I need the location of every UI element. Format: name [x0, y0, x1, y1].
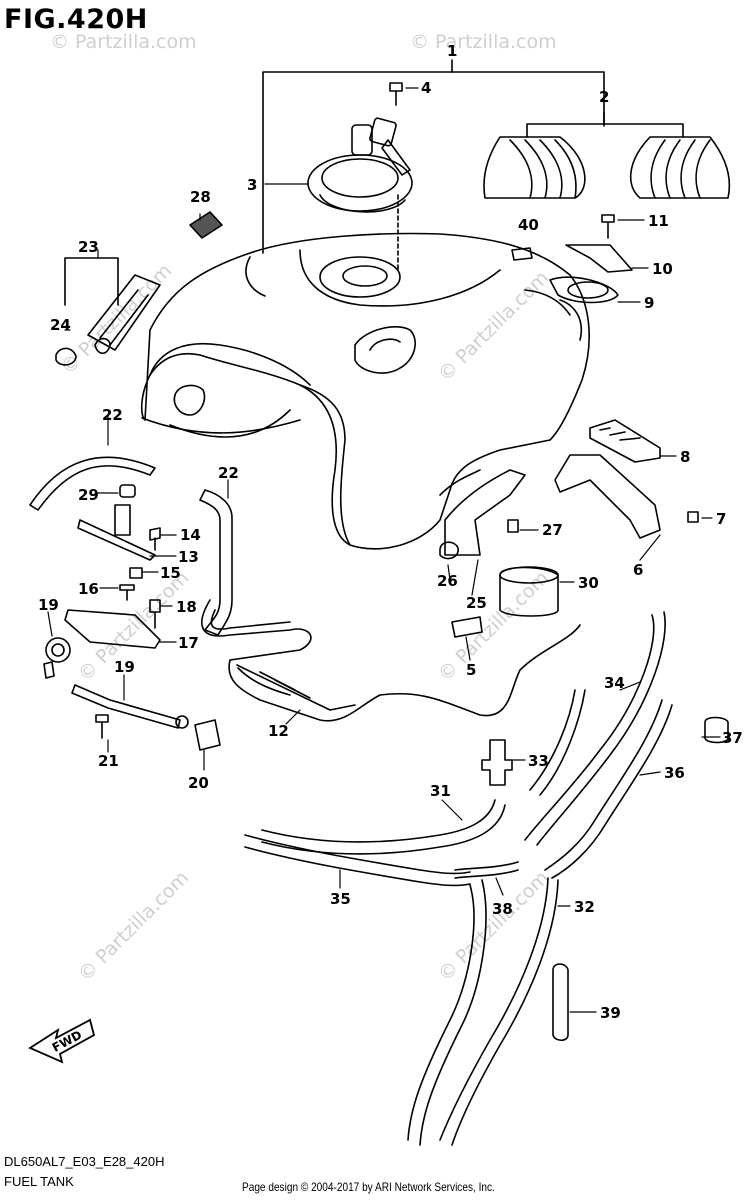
joint-33 — [481, 739, 513, 786]
callout-27: 27 — [542, 521, 563, 539]
callout-20: 20 — [188, 774, 209, 792]
callout-16: 16 — [78, 580, 99, 598]
bracket-23 — [55, 257, 161, 366]
callout-37: 37 — [722, 729, 743, 747]
stay-13 — [77, 519, 156, 561]
callout-5: 5 — [466, 661, 476, 679]
hose-under — [407, 879, 487, 1146]
watermark: © Partzilla.com — [50, 31, 197, 53]
watermark: © Partzilla.com — [434, 267, 553, 386]
callout-33: 33 — [528, 752, 549, 770]
hose-22-center — [199, 489, 233, 636]
bracket-2 — [526, 123, 684, 138]
copyright-credit: Page design © 2004-2017 by ARI Network S… — [242, 1180, 495, 1194]
callout-39: 39 — [600, 1004, 621, 1022]
callouts: 1 2 3 4 5 6 7 8 9 10 11 12 13 14 15 16 1… — [38, 42, 743, 1022]
hose-34 — [524, 611, 666, 846]
callout-1: 1 — [447, 42, 457, 60]
callout-9: 9 — [644, 294, 654, 312]
bracket-25 — [444, 469, 526, 556]
leader-lines — [47, 87, 721, 1013]
callout-23: 23 — [78, 238, 99, 256]
knee-pads — [483, 136, 731, 199]
callout-19: 19 — [38, 596, 59, 614]
callout-12: 12 — [268, 722, 289, 740]
callout-11: 11 — [648, 212, 669, 230]
watermark-layer: © Partzilla.com © Partzilla.com © Partzi… — [50, 31, 557, 986]
diagram-name: FUEL TANK — [4, 1174, 74, 1189]
pad-40 — [511, 247, 533, 261]
callout-18: 18 — [176, 598, 197, 616]
label-plate-28 — [189, 211, 223, 239]
hose-12 — [201, 599, 581, 722]
watermark: © Partzilla.com — [434, 867, 553, 986]
fuel-cap — [307, 117, 413, 213]
callout-34: 34 — [604, 674, 625, 692]
bracket-6 — [554, 454, 661, 539]
clip-39 — [552, 963, 569, 1042]
callout-7: 7 — [716, 510, 726, 528]
hose-35 — [244, 834, 471, 887]
callout-31: 31 — [430, 782, 451, 800]
callout-15: 15 — [160, 564, 181, 582]
callout-25: 25 — [466, 594, 487, 612]
hose-38 — [454, 861, 519, 879]
bolt-4 — [389, 82, 403, 106]
gasket-9 — [549, 276, 619, 304]
callout-22: 22 — [102, 406, 123, 424]
callout-26: 26 — [437, 572, 458, 590]
cap-37 — [704, 716, 729, 744]
grommet-29 — [119, 484, 136, 498]
callout-32: 32 — [574, 898, 595, 916]
forward-arrow: FWD — [28, 1018, 96, 1064]
callout-3: 3 — [247, 176, 257, 194]
bracket-1 — [262, 71, 605, 254]
callout-10: 10 — [652, 260, 673, 278]
callout-21: 21 — [98, 752, 119, 770]
cushion-5 — [451, 616, 483, 638]
callout-8: 8 — [680, 448, 690, 466]
callout-2: 2 — [599, 88, 609, 106]
hose-36 — [544, 699, 673, 879]
fuel-tank — [140, 232, 590, 550]
watermark: © Partzilla.com — [74, 867, 193, 986]
callout-29: 29 — [78, 486, 99, 504]
stay-19 — [71, 684, 181, 729]
hose-22-left — [29, 456, 156, 511]
callout-17: 17 — [178, 634, 199, 652]
hose-31 — [261, 799, 506, 855]
callout-36: 36 — [664, 764, 685, 782]
callout-30: 30 — [578, 574, 599, 592]
figure-title: FIG.420H — [4, 4, 148, 35]
callout-6: 6 — [633, 561, 643, 579]
callout-14: 14 — [180, 526, 201, 544]
watermark: © Partzilla.com — [410, 31, 557, 53]
diagram-code: DL650AL7_E03_E28_420H — [4, 1154, 165, 1169]
callout-38: 38 — [492, 900, 513, 918]
callout-13: 13 — [178, 548, 199, 566]
callout-40: 40 — [518, 216, 539, 234]
plate-10 — [565, 244, 633, 273]
callout-22b: 22 — [218, 464, 239, 482]
callout-35: 35 — [330, 890, 351, 908]
bracket-17 — [64, 609, 161, 649]
callout-28: 28 — [190, 188, 211, 206]
callout-24: 24 — [50, 316, 71, 334]
hose-32 — [439, 877, 559, 1146]
callout-4: 4 — [421, 79, 431, 97]
callout-19b: 19 — [114, 658, 135, 676]
